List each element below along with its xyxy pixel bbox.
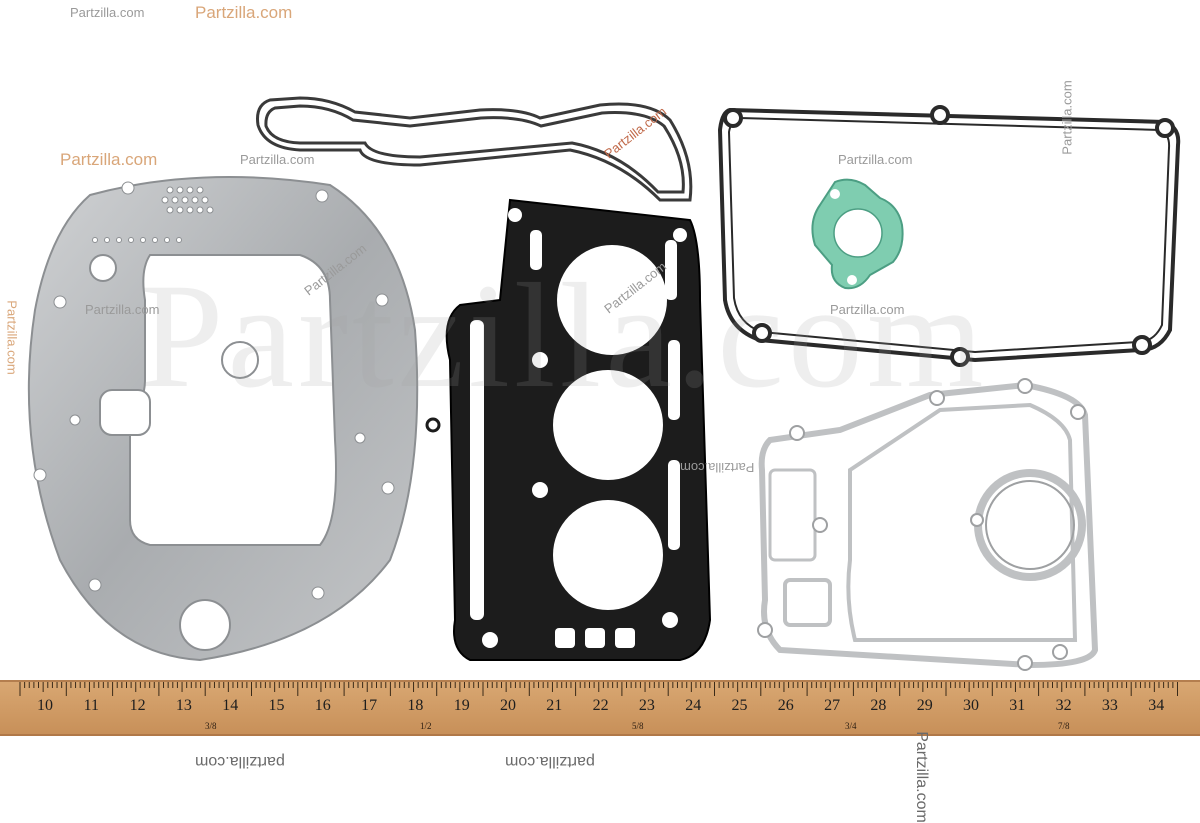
gasket-kit-photo: 10 11 12 13 14 15 16 17 18 19 20 21 22 23 24 25 26 27 28 29… <box>0 96 1200 736</box>
ruler-number: 31 <box>1009 697 1025 714</box>
ruler-number: 16 <box>315 697 331 714</box>
ruler-number: 25 <box>732 697 748 714</box>
watermark-vertical-right: Partzilla.com <box>1059 80 1075 155</box>
mount-plate-gasket <box>758 381 1099 669</box>
measuring-ruler: 10 11 12 13 14 15 16 17 18 19 20 21 22 23 24 25 26 27 28 29… <box>0 680 1200 736</box>
mount-plate-bolt-holes <box>757 378 1086 671</box>
ruler-fraction: 3/4 <box>845 721 857 731</box>
watermark-upside-down: Partzilla.com <box>680 460 755 475</box>
cylinder-head-gasket <box>425 198 712 661</box>
lower-casing-gasket <box>27 176 419 662</box>
ruler-number: 23 <box>639 697 655 714</box>
ruler-number: 32 <box>1056 697 1072 714</box>
ruler-number: 12 <box>130 697 146 714</box>
ruler-fraction: 7/8 <box>1058 721 1070 731</box>
ruler-number: 11 <box>84 697 99 714</box>
thermostat-gasket <box>811 178 904 290</box>
ruler-number: 19 <box>454 697 470 714</box>
watermark-bottom-2: partzilla.com <box>505 753 595 770</box>
watermark-bottom-right: Partzilla.com <box>912 731 930 823</box>
ruler-number: 29 <box>917 697 933 714</box>
watermark-top-orange: Partzilla.com <box>195 3 293 22</box>
ruler-number: 28 <box>870 697 886 714</box>
ruler-number: 30 <box>963 697 979 714</box>
ruler-number: 22 <box>593 697 609 714</box>
watermark-right-lower: Partzilla.com <box>830 302 905 317</box>
watermark-left-small: Partzilla.com <box>240 152 315 167</box>
ruler-number: 15 <box>269 697 285 714</box>
watermark-top-left: Partzilla.com <box>70 5 145 20</box>
watermark-large-overlay: Partzilla.com <box>140 253 988 419</box>
ruler-number: 26 <box>778 697 794 714</box>
watermark-right-small: Partzilla.com <box>838 152 913 167</box>
ruler-number: 20 <box>500 697 516 714</box>
watermark-left-orange: Partzilla.com <box>60 150 158 169</box>
product-photo: 10 11 12 13 14 15 16 17 18 19 20 21 22 23 24 25 26 27 28 29… <box>0 3 1200 823</box>
ruler-number: 21 <box>546 697 562 714</box>
ruler-fraction: 3/8 <box>205 721 217 731</box>
ruler-number: 13 <box>176 697 192 714</box>
ruler-number: 18 <box>407 697 423 714</box>
watermark-bottom-1: partzilla.com <box>195 753 285 770</box>
ruler-number: 10 <box>37 697 53 714</box>
ruler-number: 24 <box>685 697 701 714</box>
ruler-number: 17 <box>361 697 377 714</box>
ruler-number: 27 <box>824 697 840 714</box>
ruler-fraction: 1/2 <box>420 721 432 731</box>
head-cover-gasket <box>717 105 1181 367</box>
watermark-vertical-left: Partzilla.com <box>4 300 20 375</box>
watermark-left-mid: Partzilla.com <box>85 302 160 317</box>
ruler-number: 14 <box>222 697 238 714</box>
ruler-fraction: 5/8 <box>632 721 644 731</box>
ruler-number: 33 <box>1102 697 1118 714</box>
ruler-number: 34 <box>1148 697 1164 714</box>
exhaust-cover-gasket <box>256 96 693 202</box>
